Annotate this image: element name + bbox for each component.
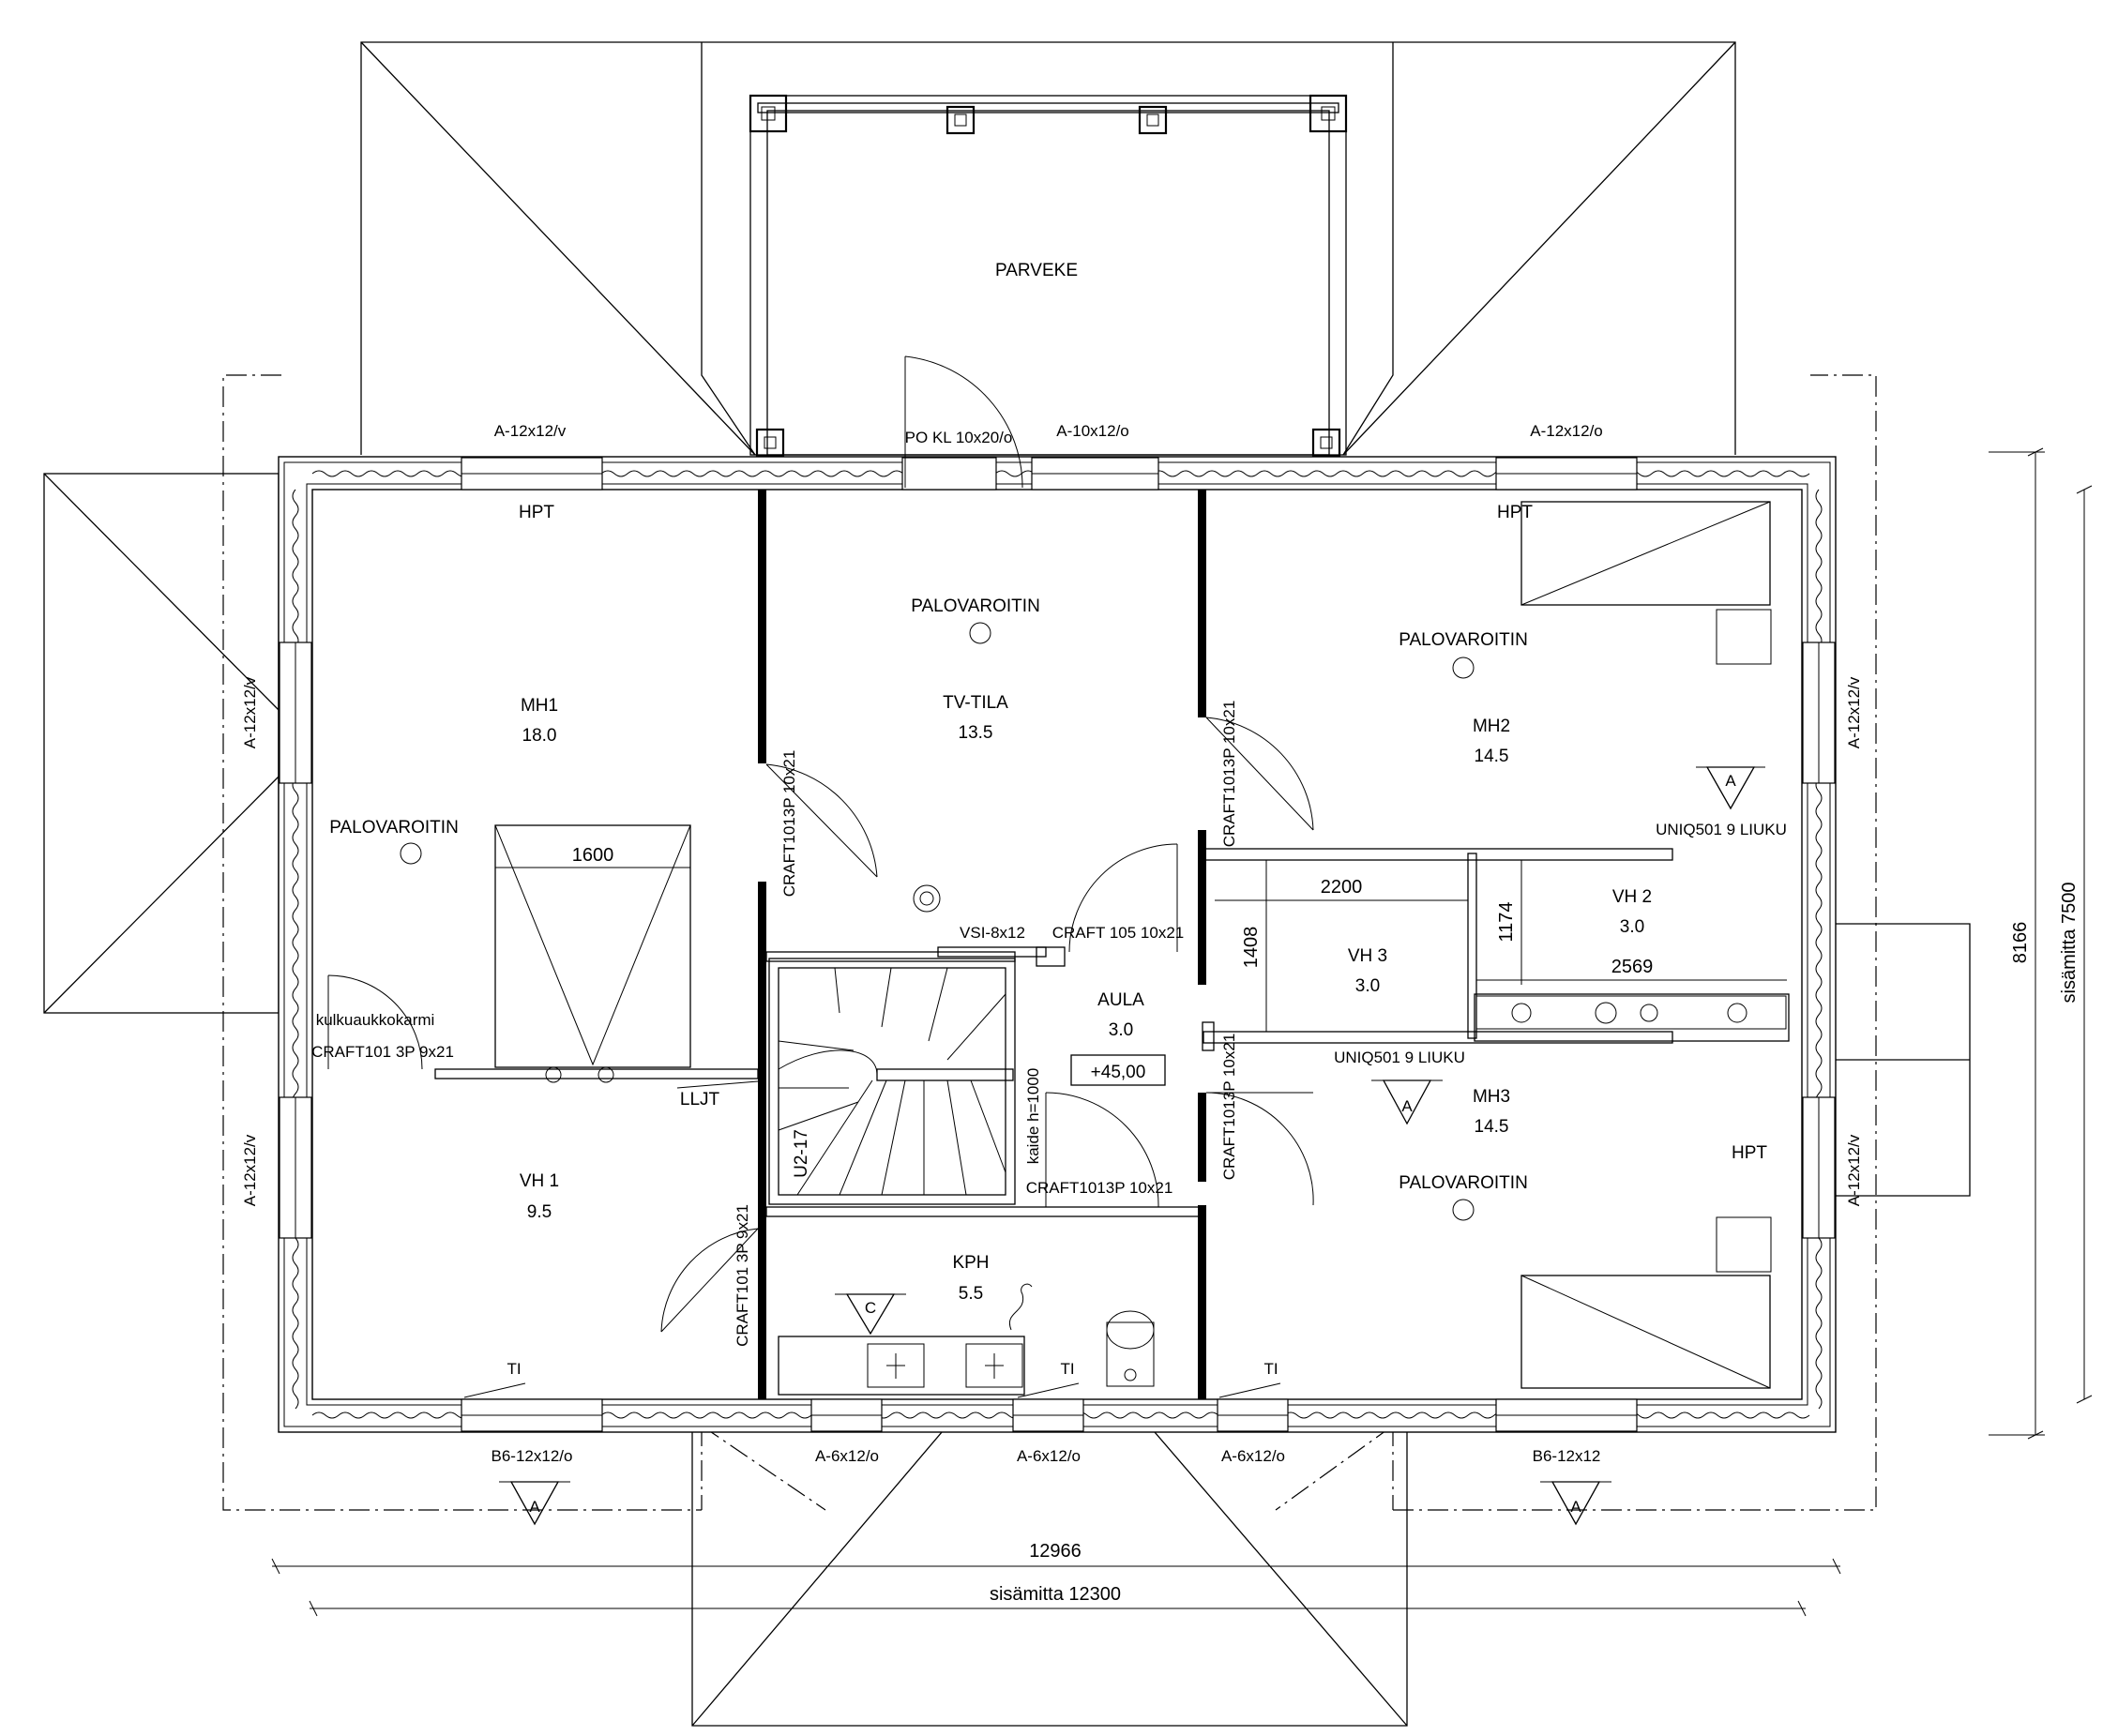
dim-vh2-depth: 1174 [1496, 901, 1517, 942]
window-label-top-left: A-12x12/v [494, 422, 567, 440]
door-label-vh1: CRAFT101 3P 9x21 [311, 1043, 454, 1061]
exterior-walls [278, 456, 1837, 1433]
door-label-mh2: CRAFT1013P 10x21 [1220, 701, 1238, 848]
door-label-aula: CRAFT 105 10x21 [1052, 924, 1184, 942]
window-label-top-right: A-12x12/o [1530, 422, 1603, 440]
room-name-kph: KPH [952, 1253, 989, 1273]
room-area-tv-tila: 13.5 [959, 723, 993, 743]
room-area-mh3: 14.5 [1475, 1117, 1509, 1137]
window-label-top-mid: A-10x12/o [1056, 422, 1129, 440]
room-area-mh1: 18.0 [522, 726, 557, 746]
dim-vh3-depth: 1408 [1241, 927, 1262, 969]
smoke-detector-label: PALOVAROITIN [1399, 1173, 1528, 1193]
hpt-label: HPT [519, 503, 554, 522]
door-label-tv: CRAFT1013P 10x21 [780, 750, 798, 898]
room-area-aula: 3.0 [1109, 1020, 1133, 1040]
room-name-vh2: VH 2 [1612, 887, 1652, 907]
ti-label: TI [1263, 1360, 1278, 1378]
note-level: +45,00 [1091, 1063, 1146, 1082]
ti-label: TI [1060, 1360, 1074, 1378]
door-label-kph: CRAFT1013P 10x21 [1026, 1179, 1173, 1197]
door-label-balcony: PO KL 10x20/o [905, 429, 1013, 446]
room-name-mh3: MH3 [1473, 1087, 1510, 1107]
dim-overall-width: 12966 [1029, 1541, 1082, 1562]
section-marker-a: A [1401, 1097, 1413, 1115]
door-label-mh3: CRAFT1013P 10x21 [1220, 1034, 1238, 1181]
room-name-tv-tila: TV-TILA [943, 693, 1008, 713]
room-name-mh2: MH2 [1473, 717, 1510, 736]
dim-overall-depth: 8166 [2010, 922, 2031, 964]
window-label-bottom-2: A-6x12/o [815, 1447, 879, 1465]
balcony-posts [749, 94, 1348, 458]
room-area-vh1: 9.5 [527, 1202, 552, 1222]
note-lljt: LLJT [680, 1090, 720, 1110]
room-name-mh1: MH1 [521, 696, 558, 716]
furniture [434, 501, 1787, 1396]
smoke-detector-label: PALOVAROITIN [911, 596, 1040, 616]
door-label-kph-side: CRAFT101 3P 9x21 [734, 1204, 751, 1347]
dim-inner-depth: sisämitta 7500 [2059, 883, 2080, 1004]
section-marker-a: A [529, 1498, 540, 1516]
room-area-vh2: 3.0 [1620, 917, 1644, 937]
window-label-left-bottom: A-12x12/v [241, 1134, 259, 1206]
room-name-vh1: VH 1 [520, 1171, 559, 1191]
section-markers [499, 766, 1765, 1526]
dim-inner-width: sisämitta 12300 [990, 1584, 1121, 1605]
dim-vh2-width: 2569 [1611, 957, 1654, 977]
window-label-bottom-4: A-6x12/o [1221, 1447, 1285, 1465]
smoke-detector-label: PALOVAROITIN [329, 818, 459, 838]
level-box [1070, 1054, 1166, 1086]
room-name-aula: AULA [1097, 990, 1144, 1010]
window-label-bottom-5: B6-12x12 [1533, 1447, 1601, 1465]
staircase [768, 958, 1016, 1205]
room-name-vh3: VH 3 [1348, 946, 1387, 966]
interior-walls [434, 490, 1790, 1399]
window-label-right-top: A-12x12/v [1845, 676, 1863, 748]
note-kulkuaukko: kulkuaukkokarmi [316, 1011, 435, 1029]
labels: PARVEKE PALOVAROITIN TV-TILA 13.5 MH1 18… [241, 261, 2080, 1605]
room-area-mh2: 14.5 [1475, 747, 1509, 766]
smoke-detector-label: PALOVAROITIN [1399, 630, 1528, 650]
window-label-left-top: A-12x12/v [241, 676, 259, 748]
room-area-vh3: 3.0 [1355, 976, 1380, 996]
eaves-line [222, 374, 1877, 1511]
note-kaide: kaide h=1000 [1024, 1068, 1042, 1165]
window-label-right-bottom: A-12x12/v [1845, 1134, 1863, 1206]
hpt-label: HPT [1732, 1143, 1767, 1163]
section-marker-a: A [1570, 1498, 1581, 1516]
dim-bed-width: 1600 [572, 845, 614, 866]
hpt-label: HPT [1497, 503, 1533, 522]
dimension-lines [271, 447, 2093, 1617]
note-uniq-vh3: UNIQ501 9 LIUKU [1334, 1049, 1465, 1066]
door-swings [327, 355, 1314, 1333]
smoke-detectors [400, 622, 1475, 1221]
balcony [749, 94, 1348, 458]
note-stair: U2-17 [792, 1129, 811, 1178]
window-label-bottom-3: A-6x12/o [1017, 1447, 1081, 1465]
dim-vh3-width: 2200 [1321, 877, 1363, 898]
ti-label: TI [507, 1360, 521, 1378]
room-area-kph: 5.5 [959, 1284, 983, 1304]
room-label-parveke: PARVEKE [995, 261, 1078, 280]
section-marker-a: A [1725, 772, 1736, 790]
windows [279, 457, 1836, 1432]
window-label-bottom-1: B6-12x12/o [492, 1447, 573, 1465]
note-uniq-vh2: UNIQ501 9 LIUKU [1656, 821, 1787, 838]
section-marker-c: C [865, 1299, 876, 1317]
note-vsi: VSI-8x12 [960, 924, 1025, 942]
